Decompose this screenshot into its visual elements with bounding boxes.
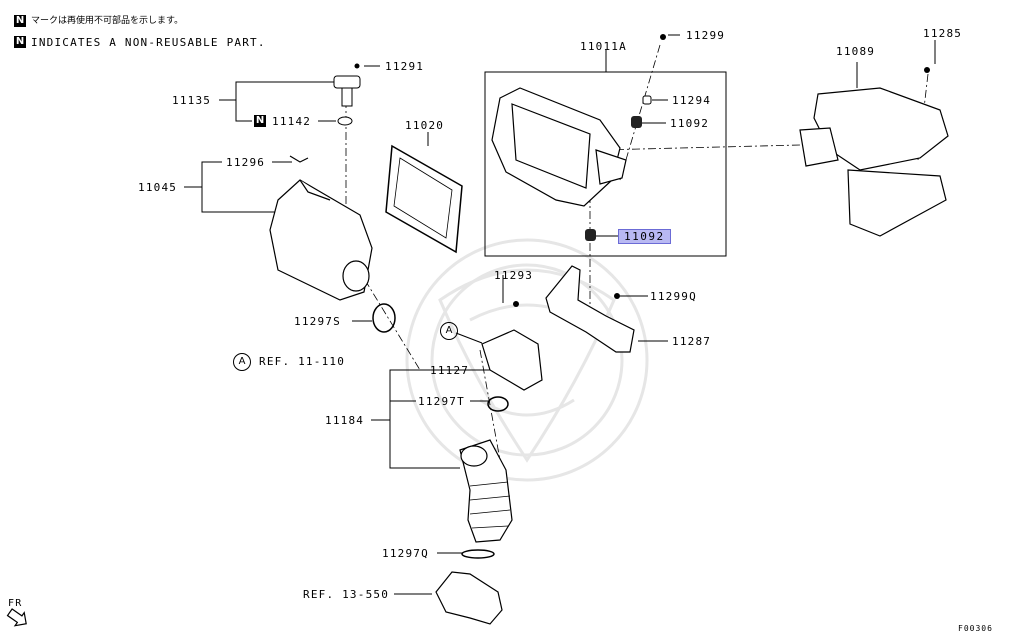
- label-11184[interactable]: 11184: [325, 414, 365, 427]
- label-11297Q[interactable]: 11297Q: [382, 547, 429, 560]
- label-11293[interactable]: 11293: [494, 269, 534, 282]
- figure-code: F00306: [958, 624, 993, 633]
- label-11089[interactable]: 11089: [836, 45, 876, 58]
- label-11092-top[interactable]: 11092: [670, 117, 710, 130]
- note-jp-text: マークは再使用不可部品を示します。: [31, 16, 184, 26]
- label-11299[interactable]: 11299: [686, 29, 726, 42]
- label-11297T[interactable]: 11297T: [418, 395, 465, 408]
- label-11045[interactable]: 11045: [138, 181, 178, 194]
- case-lower-11045: [269, 155, 373, 301]
- ref-a-marker-circle: A: [440, 322, 458, 340]
- label-11142[interactable]: 11142: [272, 115, 312, 128]
- label-11127[interactable]: 11127: [430, 364, 470, 377]
- label-11020[interactable]: 11020: [405, 119, 445, 132]
- label-11291[interactable]: 11291: [385, 60, 425, 73]
- label-ref-11-110[interactable]: REF. 11-110: [259, 355, 346, 368]
- label-ref-13-550[interactable]: REF. 13-550: [303, 588, 390, 601]
- resonator-11089: [799, 87, 949, 237]
- label-11135[interactable]: 11135: [172, 94, 212, 107]
- airflow-sensor-11135: [333, 75, 361, 107]
- fastener-marks: [337, 34, 930, 307]
- label-11294[interactable]: 11294: [672, 94, 712, 107]
- case-upper-11011A: [491, 87, 627, 207]
- label-11296[interactable]: 11296: [226, 156, 266, 169]
- note-en-text: INDICATES A NON-REUSABLE PART.: [31, 36, 266, 49]
- label-11299Q[interactable]: 11299Q: [650, 290, 697, 303]
- fr-label: FR: [8, 598, 23, 609]
- label-11092-highlighted[interactable]: 11092: [618, 229, 671, 244]
- fr-arrow-icon: [6, 608, 27, 627]
- duct-11127: [481, 329, 543, 391]
- non-reusable-symbol-11142: N: [254, 115, 266, 127]
- label-11297S[interactable]: 11297S: [294, 315, 341, 328]
- non-reusable-symbol-en: N: [14, 36, 26, 48]
- leader-lines: [184, 34, 936, 595]
- label-11011A[interactable]: 11011A: [580, 40, 627, 53]
- intake-hose-11184: [459, 439, 513, 543]
- label-11287[interactable]: 11287: [672, 335, 712, 348]
- hose-clamps: [372, 303, 509, 559]
- label-11285[interactable]: 11285: [923, 27, 963, 40]
- non-reusable-symbol-jp: N: [14, 15, 26, 27]
- bracket-11287: [545, 265, 635, 353]
- air-filter-11020: [385, 144, 463, 254]
- ref-a-circle: A: [233, 353, 251, 371]
- ref-13-550-part: [435, 571, 503, 625]
